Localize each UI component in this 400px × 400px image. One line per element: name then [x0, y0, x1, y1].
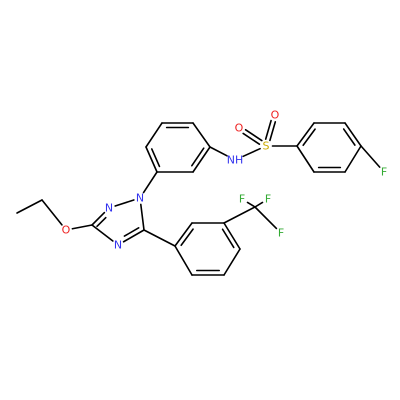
double-bond-inner: [180, 228, 194, 247]
single-bond: [145, 122, 163, 148]
single-bond: [140, 203, 145, 231]
double-bond: [145, 146, 158, 173]
atom-label-o: O: [271, 109, 280, 122]
single-bond: [114, 199, 135, 207]
single-bond: [91, 224, 114, 242]
double-bond-inner: [191, 147, 205, 167]
atom-label-o: O: [235, 122, 244, 135]
double-bond: [296, 122, 315, 147]
single-bond: [142, 171, 158, 194]
atom-label-n: NH: [227, 154, 244, 167]
atom-label-f: F: [381, 166, 387, 179]
double-bond-inner: [123, 227, 140, 237]
double-bond-inner: [302, 128, 316, 147]
single-bond: [223, 248, 241, 276]
double-bond: [192, 146, 211, 173]
double-bond: [174, 222, 193, 247]
single-bond: [246, 201, 256, 208]
atom-label-layer: O N N N NH S O O F F F F: [62, 109, 388, 252]
atom-label-f: F: [265, 193, 271, 206]
atom-label-n: N: [114, 239, 122, 252]
single-bond: [242, 147, 261, 158]
single-bond: [254, 201, 264, 208]
single-bond: [296, 145, 315, 173]
double-bond: [91, 211, 106, 226]
single-bond: [344, 145, 362, 173]
single-bond: [143, 229, 176, 247]
double-bond-inner: [96, 216, 107, 228]
single-bond: [16, 199, 43, 214]
atom-label-f: F: [278, 227, 284, 240]
single-bond: [71, 224, 93, 230]
single-bond: [192, 122, 211, 148]
atom-label-n: N: [105, 202, 113, 215]
atom-label-o: O: [62, 224, 71, 237]
single-bond: [223, 206, 256, 224]
double-bond-inner: [342, 128, 356, 146]
double-bond-inner: [221, 228, 235, 249]
single-bond: [209, 146, 228, 157]
double-bond-line: [244, 128, 263, 142]
atom-label-n: N: [136, 192, 144, 205]
atom-label-s: S: [263, 140, 270, 153]
double-bond-line: [264, 119, 272, 140]
atom-label-f: F: [239, 193, 245, 206]
double-bond-line: [269, 121, 277, 142]
single-bond: [254, 206, 278, 230]
double-bond: [122, 229, 145, 243]
single-bond: [174, 245, 193, 276]
single-bond: [360, 145, 381, 168]
double-bond: [344, 122, 362, 147]
double-bond: [223, 222, 241, 250]
double-bond-line: [242, 132, 261, 146]
double-bond-inner: [150, 148, 161, 168]
single-bond: [41, 199, 63, 226]
bond-layer: [16, 119, 381, 276]
